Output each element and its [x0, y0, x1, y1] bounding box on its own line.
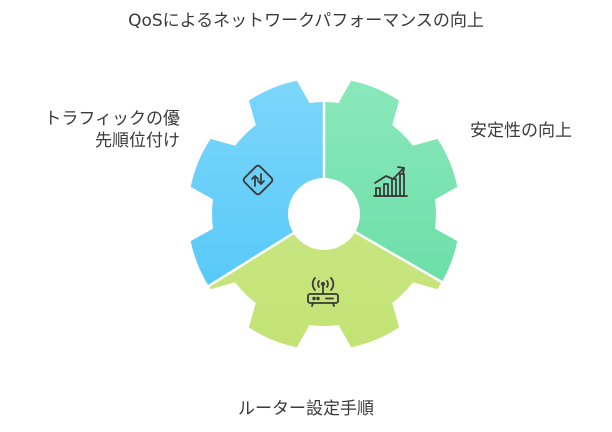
label-traffic-prioritization-line1: トラフィックの優 [44, 109, 180, 129]
router-icon [307, 277, 339, 307]
rising-chart-icon [373, 166, 408, 197]
traffic-sign-icon [242, 164, 274, 196]
label-traffic-prioritization: トラフィックの優 先順位付け [44, 108, 180, 152]
label-stability-improvement: 安定性の向上 [470, 121, 572, 141]
gear-center-hole [288, 178, 360, 250]
diagram-title: QoSによるネットワークパフォーマンスの向上 [128, 11, 484, 31]
gear-segment-bottom [190, 214, 458, 348]
label-traffic-prioritization-line2: 先順位付け [95, 131, 180, 151]
label-router-setup-steps: ルーター設定手順 [238, 399, 374, 419]
